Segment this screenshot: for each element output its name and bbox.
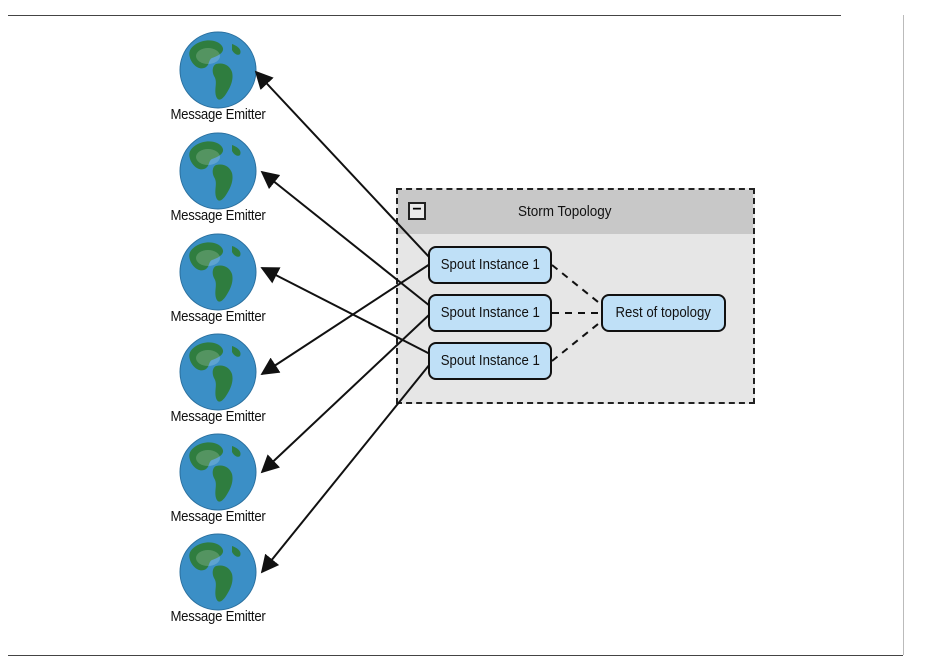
rest-label: Rest of topology bbox=[615, 304, 712, 321]
topology-title: Storm Topology bbox=[518, 203, 612, 220]
spout-instance-node: Spout Instance 1 bbox=[428, 246, 552, 284]
top-rule bbox=[8, 15, 841, 16]
spout-instance-node: Spout Instance 1 bbox=[428, 342, 552, 380]
spout-label: Spout Instance 1 bbox=[440, 256, 540, 273]
message-emitter: Message Emitter bbox=[148, 432, 288, 525]
message-emitter: Message Emitter bbox=[148, 532, 288, 625]
spout-instance-node: Spout Instance 1 bbox=[428, 294, 552, 332]
globe-icon bbox=[179, 132, 257, 210]
globe-icon bbox=[179, 433, 257, 511]
arrow-spout1-emitter4 bbox=[260, 263, 431, 375]
message-emitter: Message Emitter bbox=[148, 332, 288, 425]
emitter-label: Message Emitter bbox=[170, 408, 266, 425]
emitter-label: Message Emitter bbox=[170, 207, 266, 224]
emitter-arrows bbox=[254, 70, 431, 574]
arrow-spout1-emitter1 bbox=[254, 70, 431, 259]
bottom-rule bbox=[8, 655, 903, 656]
topology-header: − Storm Topology bbox=[398, 190, 753, 234]
message-emitter: Message Emitter bbox=[148, 131, 288, 224]
arrow-spout2-emitter5 bbox=[260, 313, 431, 474]
spout-label: Spout Instance 1 bbox=[440, 352, 540, 369]
globe-icon bbox=[179, 233, 257, 311]
spout-label: Spout Instance 1 bbox=[440, 304, 540, 321]
link-spout1-rest bbox=[551, 264, 604, 307]
arrow-spout2-emitter2 bbox=[260, 170, 431, 307]
link-spout3-rest bbox=[551, 319, 604, 362]
message-emitter: Message Emitter bbox=[148, 30, 288, 123]
emitter-label: Message Emitter bbox=[170, 608, 266, 625]
globe-icon bbox=[179, 533, 257, 611]
emitter-label: Message Emitter bbox=[170, 308, 266, 325]
arrow-spout3-emitter6 bbox=[260, 363, 431, 574]
message-emitter: Message Emitter bbox=[148, 232, 288, 325]
globe-icon bbox=[179, 31, 257, 109]
emitter-label: Message Emitter bbox=[170, 508, 266, 525]
collapse-icon[interactable]: − bbox=[408, 202, 426, 220]
right-rule bbox=[903, 15, 904, 655]
dashed-links bbox=[551, 264, 604, 362]
emitter-label: Message Emitter bbox=[170, 106, 266, 123]
rest-of-topology-node: Rest of topology bbox=[601, 294, 726, 332]
globe-icon bbox=[179, 333, 257, 411]
